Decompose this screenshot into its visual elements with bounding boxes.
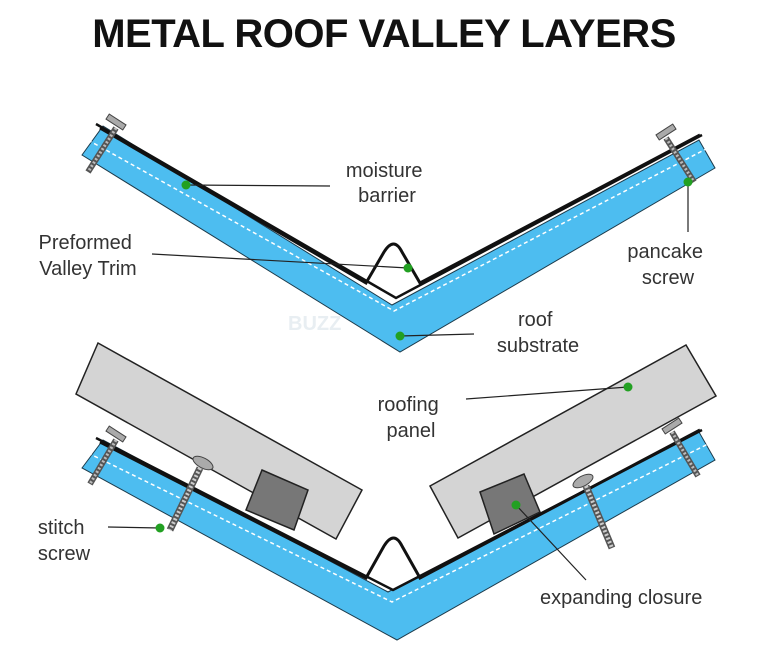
label-preformed-valley-trim: Preformed Valley Trim <box>39 232 138 280</box>
label-pancake-screw: pancake screw <box>627 241 708 289</box>
bottom-right-pancake-screw <box>661 417 701 478</box>
bottom-left-pancake-screw <box>87 425 127 486</box>
watermark: BUZZ <box>288 313 341 335</box>
right-expanding-closure <box>479 473 541 536</box>
label-moisture-barrier: moisture barrier <box>346 160 428 207</box>
label-roof-substrate: roof substrate <box>497 309 579 357</box>
bottom-leaders <box>107 382 633 581</box>
top-valley-trim <box>99 126 701 286</box>
bottom-valley-assembly <box>75 341 718 641</box>
top-underlayment-line <box>87 139 709 312</box>
left-stitch-screw <box>166 455 214 532</box>
right-stitch-screw <box>572 473 616 550</box>
left-expanding-closure <box>245 469 309 531</box>
label-stitch-screw: stitch screw <box>38 517 91 565</box>
bottom-valley-trim <box>99 428 701 581</box>
label-roofing-panel: roofing panel <box>378 394 445 442</box>
top-left-pancake-screw <box>85 113 127 174</box>
label-expanding-closure: expanding closure <box>540 587 702 609</box>
top-right-pancake-screw <box>655 123 697 184</box>
bottom-underlayment-line <box>87 443 709 603</box>
page-title: METAL ROOF VALLEY LAYERS <box>92 12 676 56</box>
top-roof-substrate <box>81 125 716 353</box>
top-valley-assembly <box>81 113 716 353</box>
top-leaders <box>151 177 693 341</box>
